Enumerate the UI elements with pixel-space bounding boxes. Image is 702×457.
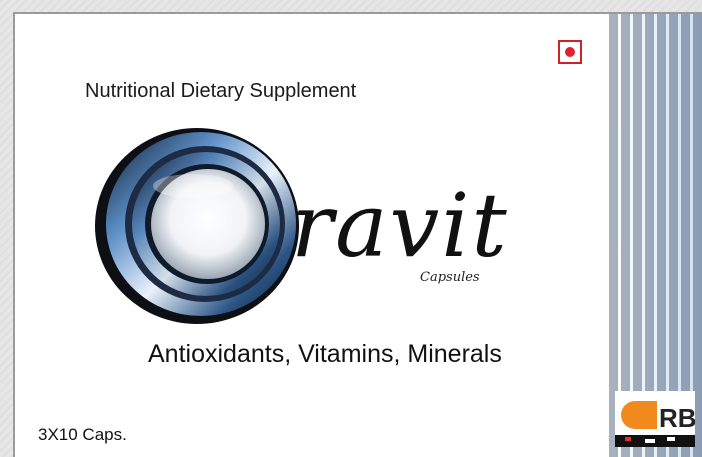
- brand-ring-logo: [95, 128, 299, 324]
- product-label: Nutritional Dietary Supplement: [13, 12, 702, 457]
- vegetarian-mark-icon: [558, 40, 582, 64]
- side-stripes: [609, 14, 702, 457]
- manufacturer-logo-text: RB: [659, 403, 695, 433]
- pack-size: 3X10 Caps.: [38, 425, 127, 444]
- dosage-form: Capsules: [420, 270, 480, 285]
- brand-name: ravit: [291, 174, 509, 277]
- manufacturer-logo: RB: [615, 391, 695, 447]
- product-contents: Antioxidants, Vitamins, Minerals: [148, 340, 502, 368]
- side-stripes-shade: [609, 14, 702, 457]
- product-subtitle: Nutritional Dietary Supplement: [85, 80, 357, 102]
